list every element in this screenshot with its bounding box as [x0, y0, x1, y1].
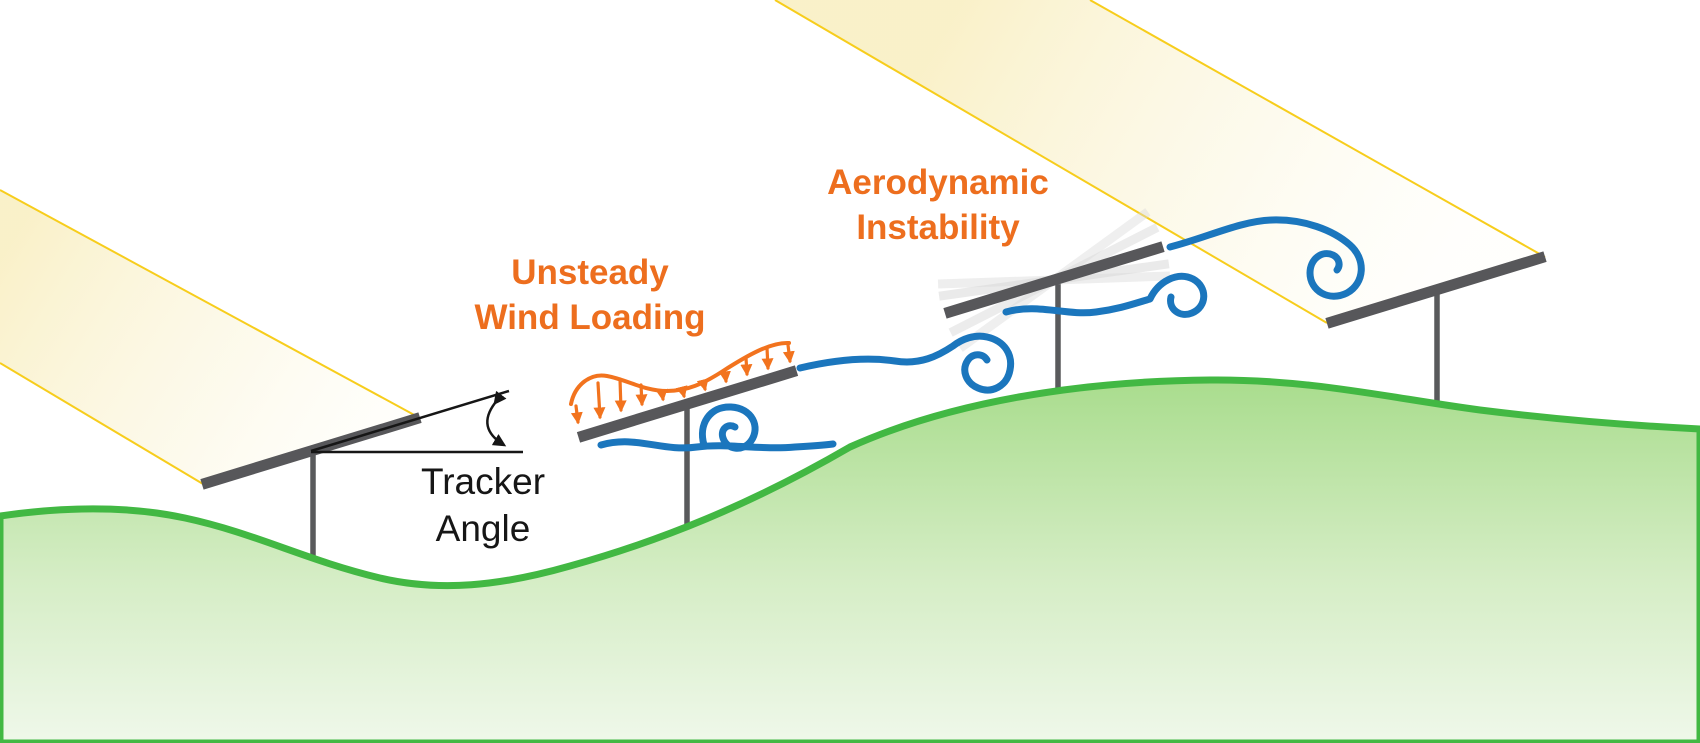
load-arrows	[570, 343, 795, 425]
load-arrow	[655, 388, 668, 402]
sun-ray-line	[0, 362, 204, 485]
tracker-panel-2	[576, 365, 799, 443]
angle-arc-arrow	[486, 390, 507, 447]
load-arrow	[761, 346, 774, 371]
wind-stream-behind-panel3	[1002, 272, 1208, 318]
sun-beam-right	[774, 0, 1546, 324]
wind-stream-approaching-panel3	[796, 332, 1015, 394]
wind-stream-under-panel2	[597, 438, 837, 452]
sun-ray-line	[774, 0, 1328, 324]
wind-streams	[597, 216, 1365, 452]
sun-beam-left-fill	[0, 190, 418, 484]
load-arrow	[635, 383, 648, 407]
load-arrow	[614, 377, 627, 413]
tracker-panel-4	[1325, 251, 1547, 329]
tracker-posts	[310, 280, 1440, 566]
angle-slope-line	[310, 389, 510, 453]
load-arrow	[570, 404, 583, 425]
sun-ray-line	[0, 189, 419, 418]
load-arrow	[718, 370, 731, 384]
hill-terrain	[0, 376, 1700, 743]
sun-ray-line	[1089, 0, 1546, 258]
load-arrow	[782, 343, 795, 364]
load-arrow	[740, 356, 753, 377]
sun-beam-left	[0, 189, 419, 485]
load-arrow	[696, 378, 709, 392]
wind-vortex-under-panel2	[699, 403, 759, 452]
tracker-angle-annotation	[310, 389, 523, 454]
wind-vortex-shed	[1166, 216, 1365, 300]
load-arrow	[593, 381, 606, 420]
tracker-panel-3	[943, 241, 1165, 319]
sun-beam-right-fill	[775, 0, 1545, 323]
distributed-load	[569, 340, 795, 425]
load-envelope-curve	[569, 340, 791, 406]
load-arrow	[675, 385, 688, 399]
